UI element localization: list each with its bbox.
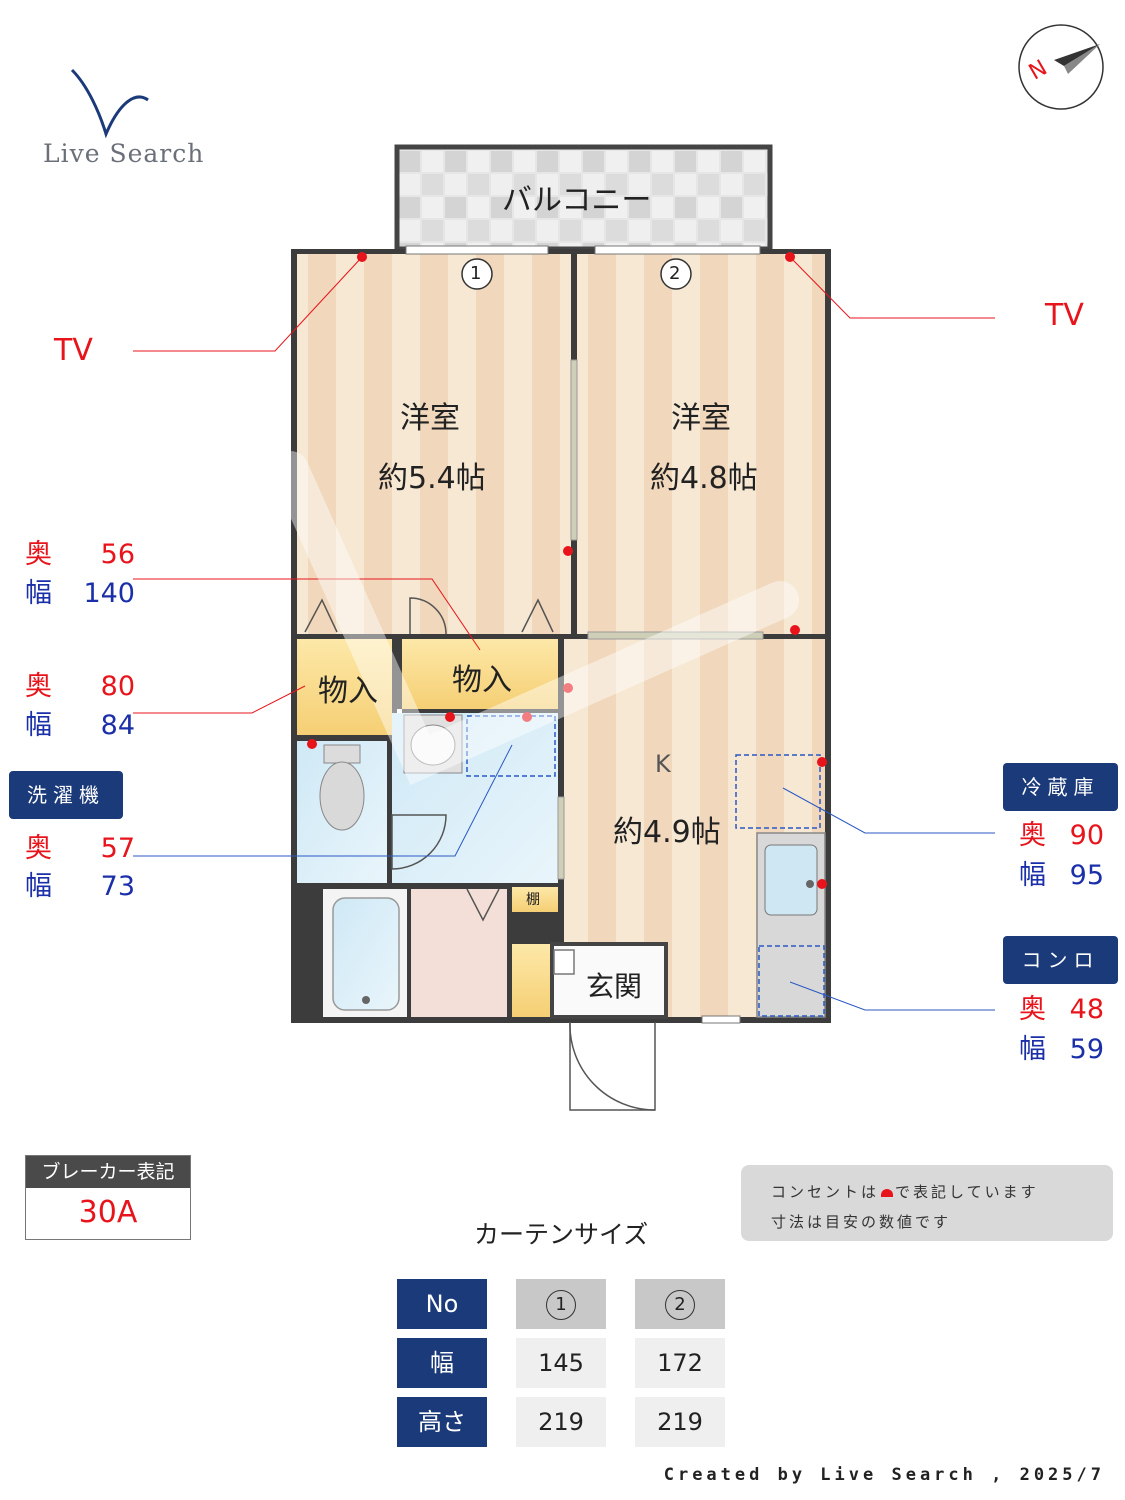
breaker-box: ブレーカー表記 30A: [25, 1155, 191, 1240]
curtain-cell: 172: [635, 1338, 725, 1388]
logo-mark-icon: [70, 68, 149, 138]
curtain-title: カーテンサイズ: [474, 1220, 649, 1249]
entrance-label: 玄関: [586, 970, 643, 1003]
entrance-step: [512, 944, 552, 1017]
note-line2: 寸法は目安の数値です: [771, 1213, 952, 1231]
outlet-note: コンセントはで表記しています 寸法は目安の数値です: [741, 1165, 1113, 1241]
stove-space: [758, 945, 825, 1017]
note-line1-b: で表記しています: [895, 1183, 1039, 1201]
window-2-number: 2: [669, 263, 681, 284]
curtain-cell: 219: [516, 1397, 606, 1447]
curtain-row-label: 高さ: [397, 1397, 487, 1447]
east-room-label: 洋室: [671, 401, 731, 436]
balcony-label: バルコニー: [502, 183, 652, 218]
closet-center-label: 物入: [452, 663, 512, 698]
breaker-header: ブレーカー表記: [26, 1156, 190, 1188]
curtain-cell: 219: [635, 1397, 725, 1447]
note-line1-a: コンセントは: [771, 1183, 880, 1201]
fridge-space: [735, 754, 821, 829]
closet-center: [402, 639, 558, 709]
closet-left-label: 物入: [318, 674, 378, 709]
kitchen-size: 約4.9帖: [613, 815, 721, 850]
curtain-cell: 145: [516, 1338, 606, 1388]
compass-icon: [1018, 24, 1104, 110]
logo-text: Live Search: [43, 139, 205, 168]
curtain-header-1: 1: [516, 1279, 606, 1329]
tv-left-label: TV: [54, 333, 93, 368]
outlet-icon: [881, 1188, 894, 1197]
kitchen-label: K: [655, 750, 671, 778]
washer-space: [466, 715, 556, 777]
east-room-size: 約4.8帖: [650, 461, 758, 496]
curtain-header-2: 2: [635, 1279, 725, 1329]
shelf-label: 棚: [526, 892, 540, 908]
west-room: [297, 254, 571, 634]
west-room-size: 約5.4帖: [378, 461, 486, 496]
curtain-header-no: No: [397, 1279, 487, 1329]
closet-left: [297, 639, 392, 735]
fridge-tag: 冷蔵庫: [1003, 763, 1118, 811]
west-room-label: 洋室: [400, 401, 460, 436]
breaker-value: 30A: [78, 1195, 138, 1230]
shelf: [512, 887, 558, 912]
balcony: [394, 144, 773, 252]
washer-tag: 洗濯機: [9, 771, 123, 819]
curtain-row-label: 幅: [397, 1338, 487, 1388]
credit-text: Created by Live Search , 2025/7: [663, 1465, 1105, 1485]
stove-tag: コンロ: [1003, 936, 1118, 984]
window-1-number: 1: [470, 263, 482, 284]
tv-right-label: TV: [1045, 298, 1084, 333]
east-room: [577, 254, 825, 634]
